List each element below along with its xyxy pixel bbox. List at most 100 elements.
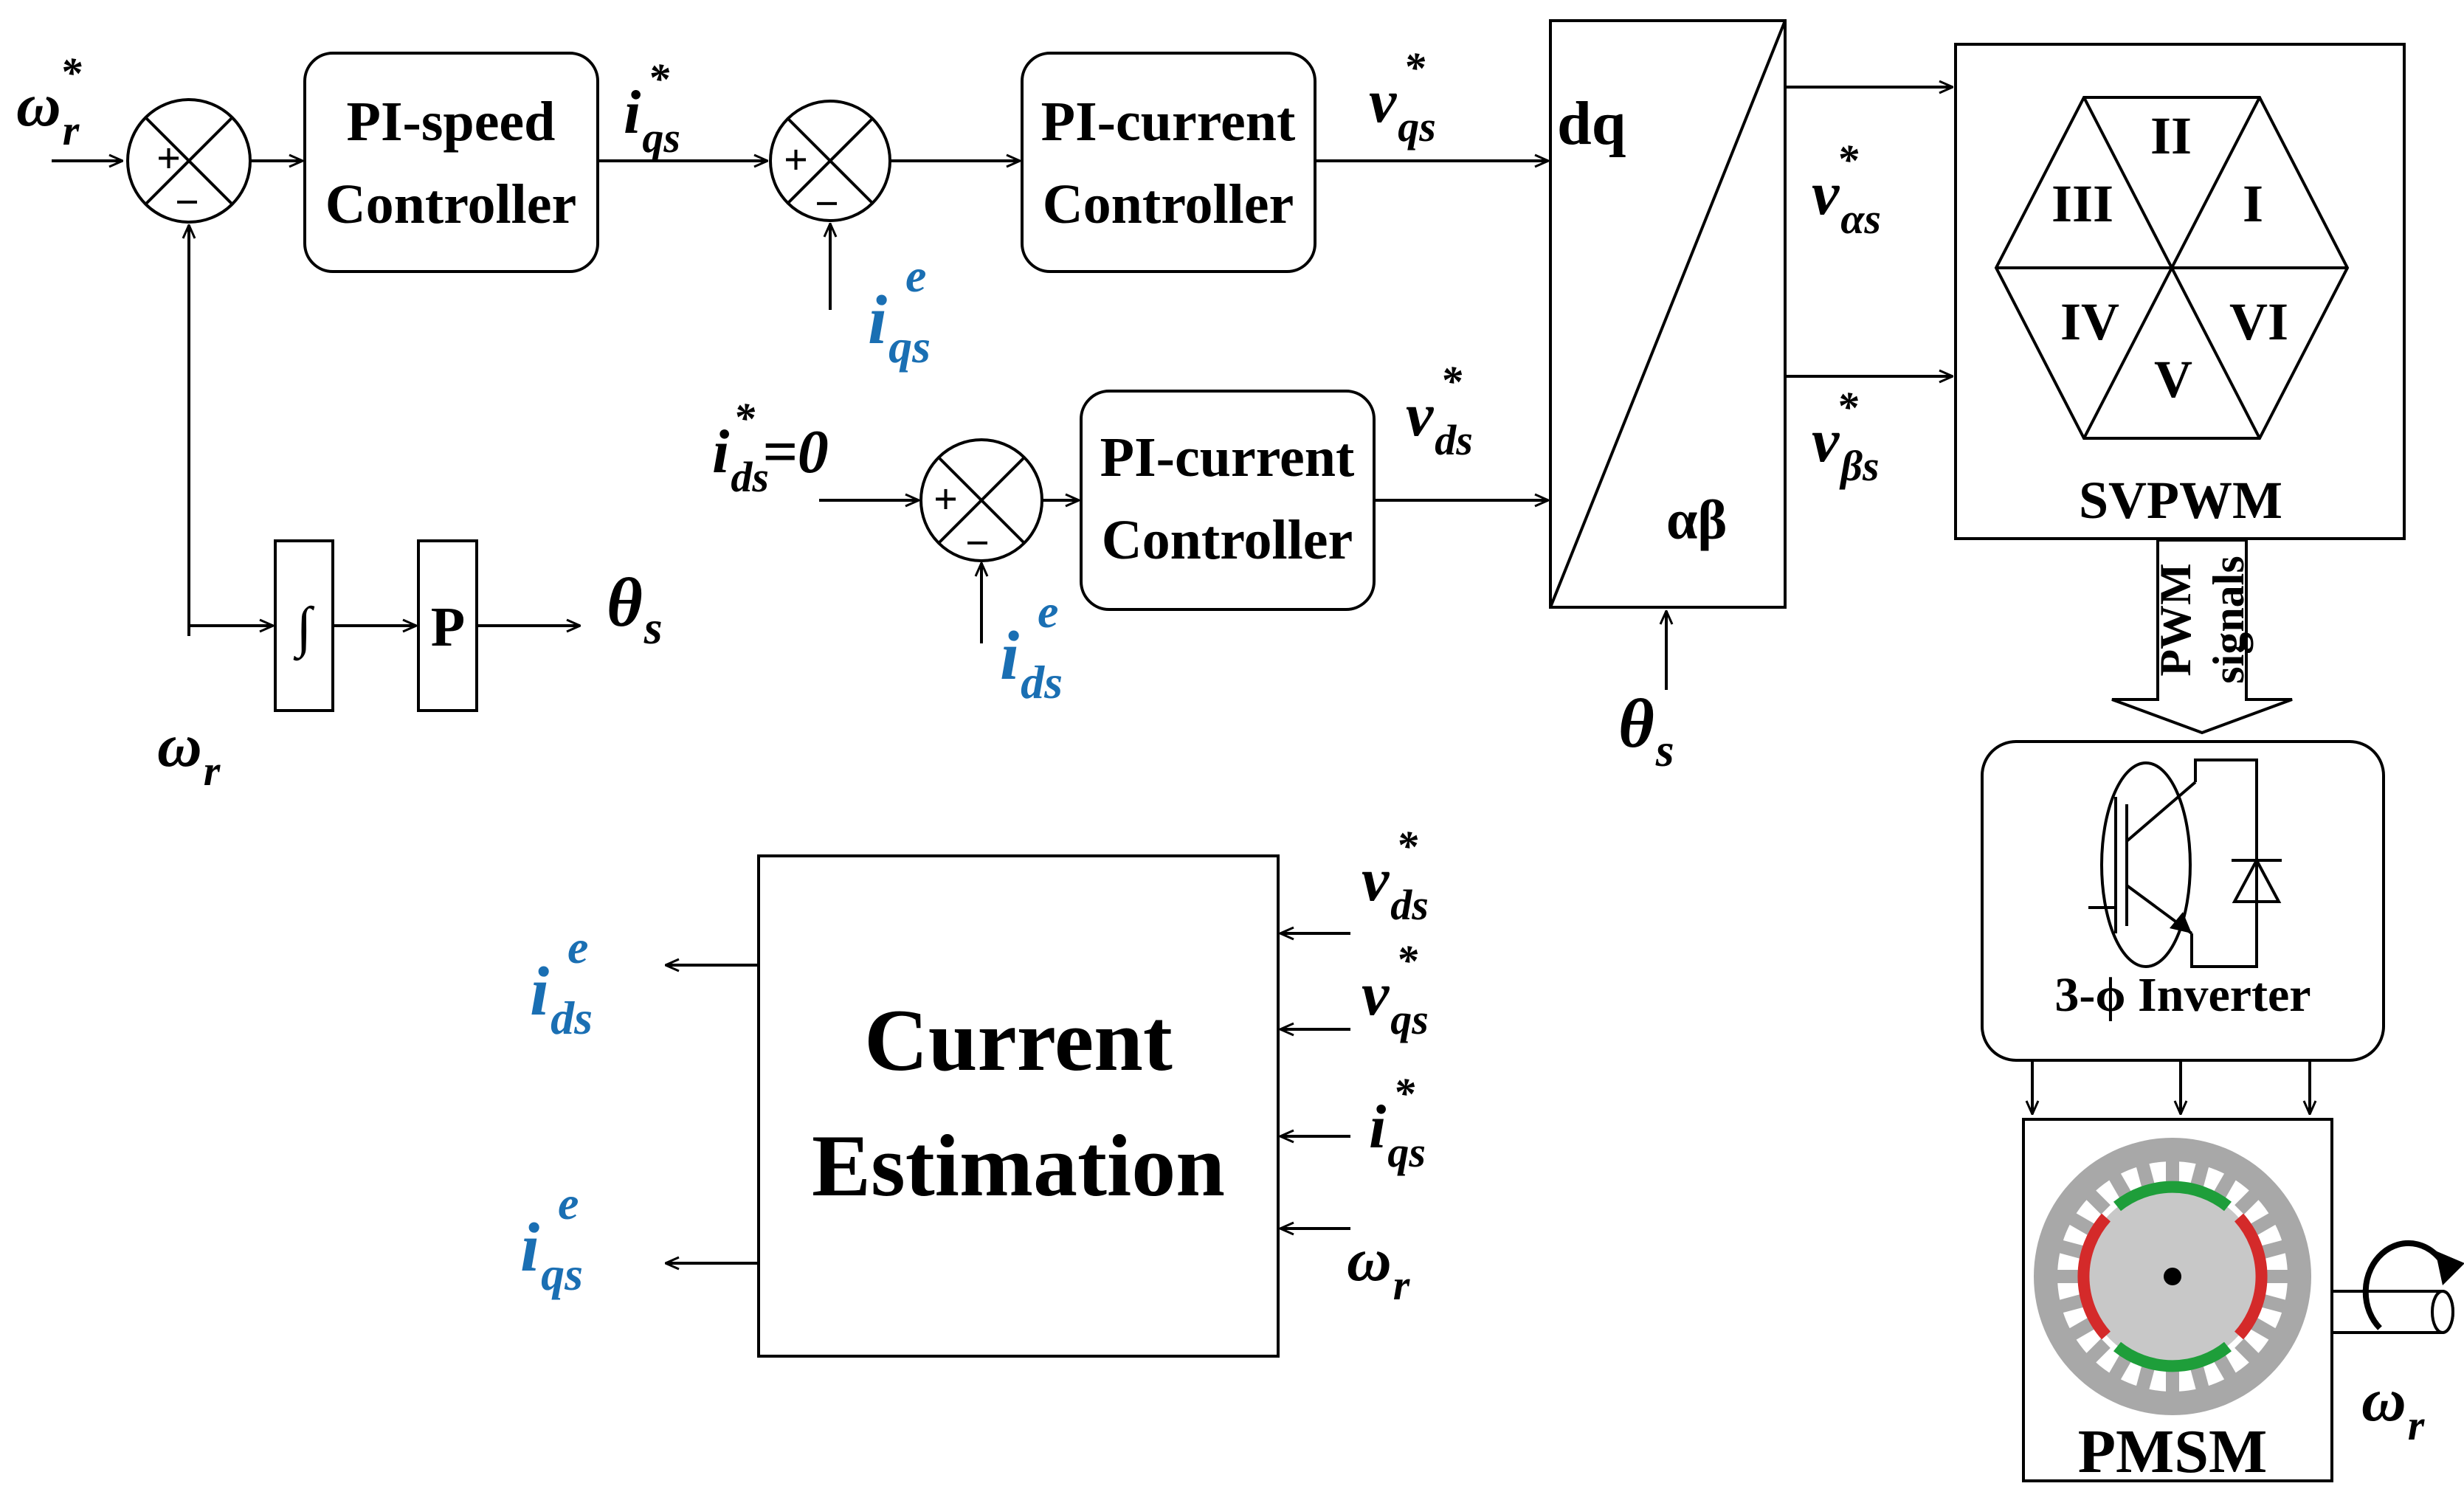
- sector-iii: III: [2051, 174, 2113, 233]
- stator-slot: [2267, 1270, 2291, 1283]
- pole-pair-gain-block: P: [417, 539, 478, 712]
- svg-text:iqse: iqse: [520, 1177, 583, 1300]
- stator-slot: [2135, 1366, 2155, 1392]
- stator-slot: [2166, 1371, 2179, 1395]
- omega-r-input-label: ωr: [1347, 1226, 1410, 1309]
- stator-slot: [2108, 1170, 2131, 1198]
- svg-text:ωr: ωr: [157, 711, 221, 795]
- stator-slot: [2054, 1270, 2078, 1283]
- iqs-est-label-top: iqse: [868, 249, 931, 373]
- stator-slot: [2251, 1318, 2279, 1341]
- igbt-icon: [2088, 761, 2197, 968]
- pwm-signals-arrow: PWM signals: [2111, 539, 2293, 735]
- stator-slot: [2108, 1355, 2131, 1383]
- svg-text:3-ϕ Inverter: 3-ϕ Inverter: [2054, 968, 2311, 1022]
- svg-text:iqs*: iqs*: [624, 55, 680, 162]
- sector-iv: IV: [2060, 292, 2119, 351]
- svg-text:idse: idse: [530, 921, 593, 1044]
- inverter-block: 3-ϕ Inverter: [1981, 740, 2385, 1062]
- iqs-ref-label: iqs*: [624, 55, 680, 162]
- sector-v: V: [2154, 350, 2192, 409]
- dq-to-alphabeta-transform: dq αβ: [1549, 19, 1787, 609]
- diode-icon: [2190, 759, 2282, 968]
- svg-text:vqs*: vqs*: [1362, 936, 1429, 1043]
- svg-text:SVPWM: SVPWM: [2079, 471, 2282, 530]
- sector-i: I: [2243, 174, 2263, 233]
- svg-text:signals: signals: [2204, 556, 2253, 683]
- svg-text:ωr: ωr: [1347, 1226, 1410, 1309]
- svg-text:Controller: Controller: [325, 173, 577, 235]
- svg-text:θs: θs: [607, 564, 663, 654]
- stator-slot: [2166, 1158, 2179, 1182]
- stator-slot: [2190, 1366, 2210, 1392]
- vds-ref-label: vds*: [1406, 357, 1473, 464]
- stator-slot: [2262, 1294, 2288, 1314]
- stator-slot: [2251, 1212, 2279, 1235]
- omega-r-label-left: ωr: [157, 711, 221, 795]
- motor-cross-section-icon: [2034, 1138, 2311, 1415]
- theta-s-label-right: θs: [1618, 685, 1674, 776]
- stator-slot: [2214, 1355, 2237, 1383]
- svg-text:PI-current: PI-current: [1100, 426, 1355, 488]
- svg-text:PI-speed: PI-speed: [347, 91, 556, 153]
- svg-text:idse: idse: [1000, 585, 1063, 708]
- iqs-est-output-label: iqse: [520, 1177, 583, 1300]
- stator-slot: [2135, 1161, 2155, 1187]
- vqs-ref-input-label: vqs*: [1362, 936, 1429, 1043]
- ids-est-label-top: idse: [1000, 585, 1063, 708]
- svg-text:Controller: Controller: [1102, 509, 1353, 571]
- svg-text:Estimation: Estimation: [812, 1116, 1225, 1215]
- svg-text:ωr*: ωr*: [16, 49, 82, 154]
- stator-slot: [2214, 1170, 2237, 1198]
- stator-slot: [2066, 1212, 2094, 1235]
- svg-text:θs: θs: [1618, 685, 1674, 776]
- theta-s-label-left: θs: [607, 564, 663, 654]
- plus-sign: +: [156, 134, 181, 182]
- svg-text:PMSM: PMSM: [2078, 1417, 2268, 1486]
- stator-slot: [2057, 1294, 2083, 1314]
- svg-text:vds*: vds*: [1362, 822, 1429, 929]
- svg-text:iqs*: iqs*: [1369, 1069, 1426, 1176]
- omega-r-label-right: ωr: [2361, 1366, 2425, 1449]
- vds-ref-input-label: vds*: [1362, 822, 1429, 929]
- svg-text:P: P: [431, 596, 465, 658]
- plus-sign: +: [784, 136, 808, 184]
- svg-text:Controller: Controller: [1043, 173, 1294, 235]
- stator-slot: [2234, 1338, 2261, 1365]
- stator-slot: [2262, 1239, 2288, 1259]
- svg-text:iqse: iqse: [868, 249, 931, 373]
- speed-summing-junction: + −: [126, 98, 252, 226]
- svg-text:PI-current: PI-current: [1041, 91, 1296, 153]
- pmsm-block: PMSM: [2022, 1118, 2333, 1486]
- sector-ii: II: [2150, 106, 2192, 165]
- vbeta-ref-label: vβs*: [1812, 383, 1880, 490]
- integrator-block: ∫: [274, 539, 334, 712]
- stator-slot: [2066, 1318, 2094, 1341]
- stator-slot: [2084, 1338, 2111, 1365]
- svg-text:αβ: αβ: [1666, 489, 1727, 551]
- stator-slot: [2190, 1161, 2210, 1187]
- iqs-ref-input-label: iqs*: [1369, 1069, 1426, 1176]
- current-estimation-block: Current Estimation: [757, 854, 1280, 1358]
- pi-speed-controller: PI-speed Controller: [303, 52, 599, 273]
- q-current-summing-junction: + −: [769, 100, 891, 227]
- minus-sign: −: [815, 179, 839, 227]
- minus-sign: −: [965, 519, 990, 567]
- d-current-summing-junction: + −: [919, 438, 1043, 567]
- omega-ref-label: ωr*: [16, 49, 82, 154]
- stator-slot: [2057, 1239, 2083, 1259]
- svg-text:vqs*: vqs*: [1369, 44, 1436, 151]
- stator-slot: [2084, 1188, 2111, 1215]
- svg-text:PWM: PWM: [2151, 563, 2200, 676]
- sector-vi: VI: [2229, 292, 2288, 351]
- svpwm-block: II III I IV VI V SVPWM: [1954, 43, 2406, 540]
- svg-text:vds*: vds*: [1406, 357, 1473, 464]
- rotation-arrow-icon: [2362, 1240, 2464, 1330]
- svg-text:ids*=0: ids*=0: [712, 394, 829, 501]
- svg-text:∫: ∫: [294, 596, 315, 661]
- stator-slot: [2234, 1188, 2261, 1215]
- pi-current-controller-d: PI-current Controller: [1080, 390, 1376, 611]
- svg-text:Current: Current: [864, 991, 1173, 1089]
- svg-text:ωr: ωr: [2361, 1366, 2425, 1449]
